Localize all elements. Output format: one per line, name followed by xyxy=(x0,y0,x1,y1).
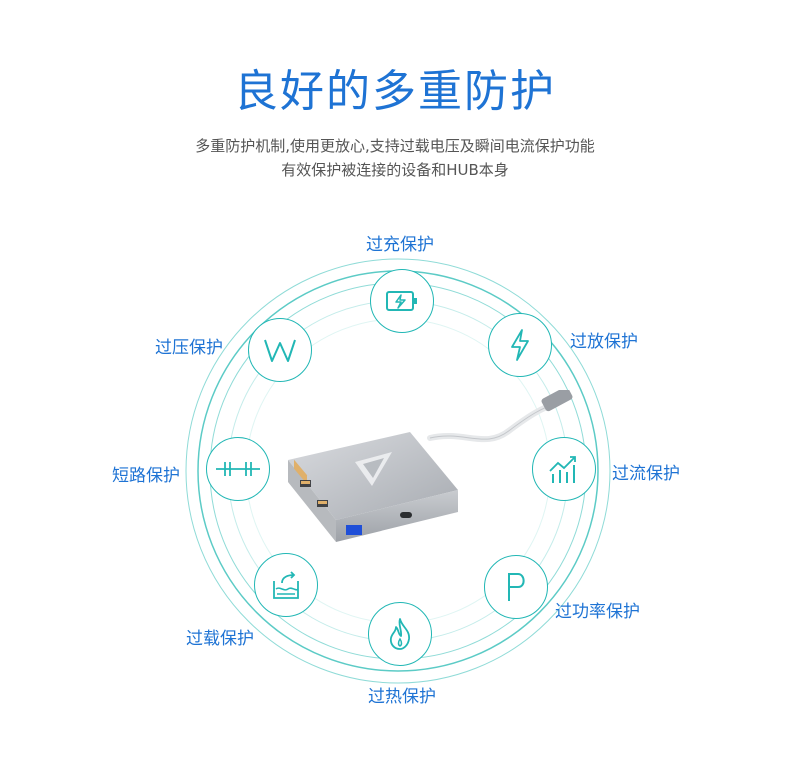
overcharge-protection-icon-circle xyxy=(370,269,434,333)
rising-bar-chart-icon xyxy=(549,456,576,483)
overvoltage-protection-label: 过压保护 xyxy=(155,338,223,358)
overflow-container-icon xyxy=(273,571,299,599)
overload-protection-label: 过载保护 xyxy=(186,629,254,649)
overdischarge-protection-label: 过放保护 xyxy=(570,332,638,352)
page-subtitle: 多重防护机制,使用更放心,支持过载电压及瞬间电流保护功能 有效保护被连接的设备和… xyxy=(0,134,790,182)
overpower-protection-label: 过功率保护 xyxy=(555,602,640,622)
letter-p-icon xyxy=(508,573,525,601)
lightning-bolt-icon xyxy=(511,329,529,361)
page-title: 良好的多重防护 xyxy=(234,66,556,117)
usb-hub-product-image xyxy=(288,390,573,542)
subtitle-line-1: 多重防护机制,使用更放心,支持过载电压及瞬间电流保护功能 xyxy=(195,137,595,155)
subtitle-line-2: 有效保护被连接的设备和HUB本身 xyxy=(281,161,509,179)
overload-protection-icon-circle xyxy=(254,553,318,617)
overheat-protection-icon-circle xyxy=(368,602,432,666)
overcurrent-protection-label: 过流保护 xyxy=(612,464,680,484)
flame-icon xyxy=(389,618,410,650)
overcurrent-protection-icon-circle xyxy=(532,437,596,501)
overcharge-protection-label: 过充保护 xyxy=(366,235,434,255)
overheat-protection-label: 过热保护 xyxy=(368,687,436,707)
battery-charge-icon xyxy=(386,291,417,311)
overvoltage-protection-icon-circle xyxy=(248,318,312,382)
overdischarge-protection-icon-circle xyxy=(488,313,552,377)
letter-w-icon xyxy=(264,339,296,362)
short-circuit-icon xyxy=(216,462,260,476)
short-circuit-protection-icon-circle xyxy=(206,437,270,501)
short-circuit-protection-label: 短路保护 xyxy=(112,466,180,486)
overpower-protection-icon-circle xyxy=(484,555,548,619)
